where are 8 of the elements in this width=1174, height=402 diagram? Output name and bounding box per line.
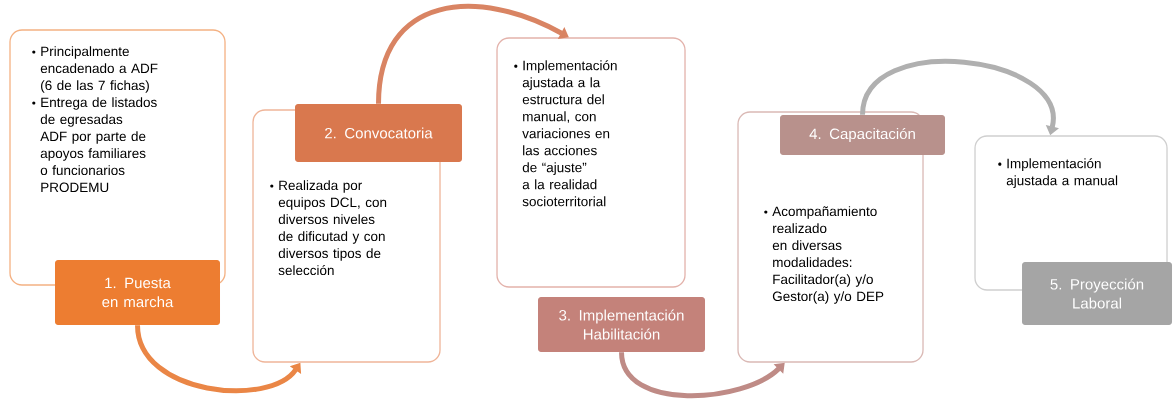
step-label: 1. Puesta en marcha: [55, 260, 220, 325]
curved-arrow: [619, 351, 785, 399]
curved-arrow: [376, 4, 569, 104]
step-label: 3. Implementación Habilitación: [538, 297, 705, 352]
step-label: 2. Convocatoria: [295, 104, 462, 162]
card: Implementación ajustada a la estructura del manual, con variaciones en las acciones de “ajuste” a la realidad socioterritorial: [496, 37, 686, 288]
step-label: 4. Capacitación: [780, 115, 945, 155]
step-label: 5. Proyección Laboral: [1022, 262, 1172, 325]
